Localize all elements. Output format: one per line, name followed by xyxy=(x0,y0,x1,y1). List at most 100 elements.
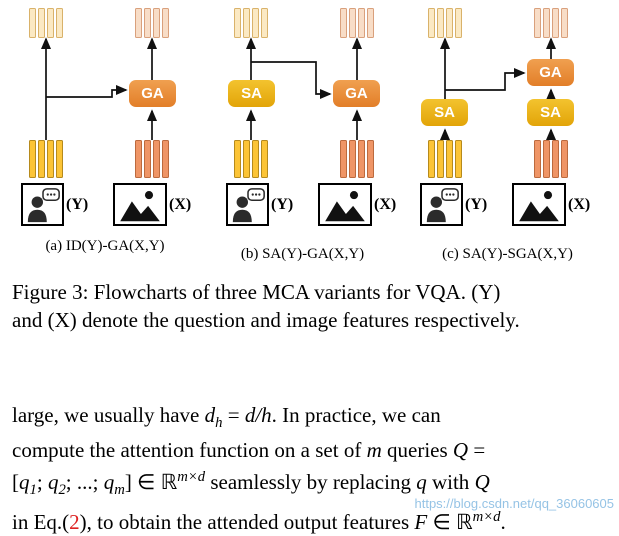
feature-bar xyxy=(446,140,453,178)
feature-bar xyxy=(437,140,444,178)
feature-bar xyxy=(47,140,54,178)
label-y: (Y) xyxy=(271,196,294,213)
feature-bar xyxy=(56,8,63,38)
sa-box: SA xyxy=(527,99,574,126)
image-input-icon-box xyxy=(512,183,566,226)
feature-bar xyxy=(428,8,435,38)
feature-bar xyxy=(261,140,268,178)
picture-icon xyxy=(519,190,559,221)
ga-box: GA xyxy=(527,59,574,86)
question-features-bars xyxy=(428,140,462,178)
sa-box: SA xyxy=(421,99,468,126)
feature-bar xyxy=(29,8,36,38)
figure-caption-line: Figure 3: Flowcharts of three MCA varian… xyxy=(12,280,501,304)
feature-bar xyxy=(543,140,550,178)
feature-bar xyxy=(144,8,151,38)
picture-icon xyxy=(120,190,160,221)
feature-bar xyxy=(534,8,541,38)
feature-bar xyxy=(349,140,356,178)
feature-bar xyxy=(561,8,568,38)
ga-box-label: GA xyxy=(345,85,368,102)
question-input-icon-box xyxy=(21,183,64,226)
ga-box-label: GA xyxy=(141,85,164,102)
feature-bar xyxy=(340,8,347,38)
feature-bar xyxy=(437,8,444,38)
label-x: (X) xyxy=(568,196,591,213)
person-icon xyxy=(27,187,60,222)
picture-icon xyxy=(325,190,365,221)
feature-bar xyxy=(252,140,259,178)
flow-arrows xyxy=(40,37,557,141)
feature-bar xyxy=(561,140,568,178)
label-y: (Y) xyxy=(66,196,89,213)
person-icon xyxy=(426,187,459,222)
person-icon xyxy=(232,187,265,222)
eq-ref-link[interactable]: 2 xyxy=(69,510,80,535)
feature-bar xyxy=(56,140,63,178)
feature-bar xyxy=(144,140,151,178)
feature-bar xyxy=(234,8,241,38)
feature-bar xyxy=(47,8,54,38)
feature-bar xyxy=(455,8,462,38)
subcaption-a: (a) ID(Y)-GA(X,Y) xyxy=(45,238,165,254)
paragraph-line: compute the attention function on a set … xyxy=(12,438,486,463)
question-features-bars xyxy=(29,140,63,178)
feature-bar xyxy=(340,140,347,178)
output-features-bars xyxy=(534,8,568,38)
feature-bar xyxy=(367,8,374,38)
label-y: (Y) xyxy=(465,196,488,213)
feature-bar xyxy=(552,140,559,178)
question-input-icon-box xyxy=(226,183,269,226)
question-input-icon-box xyxy=(420,183,463,226)
feature-bar xyxy=(29,140,36,178)
feature-bar xyxy=(367,140,374,178)
feature-bar xyxy=(162,140,169,178)
feature-bar xyxy=(135,140,142,178)
figure-caption: Figure 3: Flowcharts of three MCA varian… xyxy=(12,278,612,334)
image-features-bars xyxy=(135,140,169,178)
subcaption-c: (c) SA(Y)-SGA(X,Y) xyxy=(442,246,573,262)
figure-caption-line: and (X) denote the question and image fe… xyxy=(12,308,520,332)
feature-bar xyxy=(153,140,160,178)
ga-box: GA xyxy=(129,80,176,107)
feature-bar xyxy=(38,140,45,178)
sa-box-label: SA xyxy=(434,104,455,121)
feature-bar xyxy=(349,8,356,38)
feature-bar xyxy=(358,8,365,38)
feature-bar xyxy=(162,8,169,38)
feature-bar xyxy=(358,140,365,178)
label-x: (X) xyxy=(374,196,397,213)
output-features-bars xyxy=(428,8,462,38)
feature-bar xyxy=(252,8,259,38)
output-features-bars xyxy=(135,8,169,38)
output-features-bars xyxy=(340,8,374,38)
image-features-bars xyxy=(340,140,374,178)
image-input-icon-box xyxy=(318,183,372,226)
feature-bar xyxy=(428,140,435,178)
feature-bar xyxy=(446,8,453,38)
body-paragraph: large, we usually have dh = d/h. In prac… xyxy=(12,402,614,536)
feature-bar xyxy=(243,8,250,38)
feature-bar xyxy=(543,8,550,38)
ga-box-label: GA xyxy=(539,64,562,81)
sa-box-label: SA xyxy=(540,104,561,121)
feature-bar xyxy=(261,8,268,38)
feature-bar xyxy=(534,140,541,178)
output-features-bars xyxy=(234,8,268,38)
figure-panel: GA (Y) (X) (a) ID(Y)-GA(X,Y) SA GA xyxy=(21,8,591,262)
csdn-watermark: https://blog.csdn.net/qq_36060605 xyxy=(414,496,615,511)
ga-box: GA xyxy=(333,80,380,107)
paragraph-line: large, we usually have dh = d/h. In prac… xyxy=(12,403,441,432)
sa-box-label: SA xyxy=(241,85,262,102)
feature-bar xyxy=(153,8,160,38)
feature-bar xyxy=(135,8,142,38)
feature-bar xyxy=(38,8,45,38)
feature-bar xyxy=(552,8,559,38)
image-features-bars xyxy=(534,140,568,178)
subcaption-b: (b) SA(Y)-GA(X,Y) xyxy=(240,246,365,262)
feature-bar xyxy=(234,140,241,178)
paragraph-line: [q1; q2; ...; qm] ∈ ℝm×d seamlessly by r… xyxy=(12,469,490,499)
label-x: (X) xyxy=(169,196,192,213)
feature-bar xyxy=(455,140,462,178)
question-features-bars xyxy=(234,140,268,178)
